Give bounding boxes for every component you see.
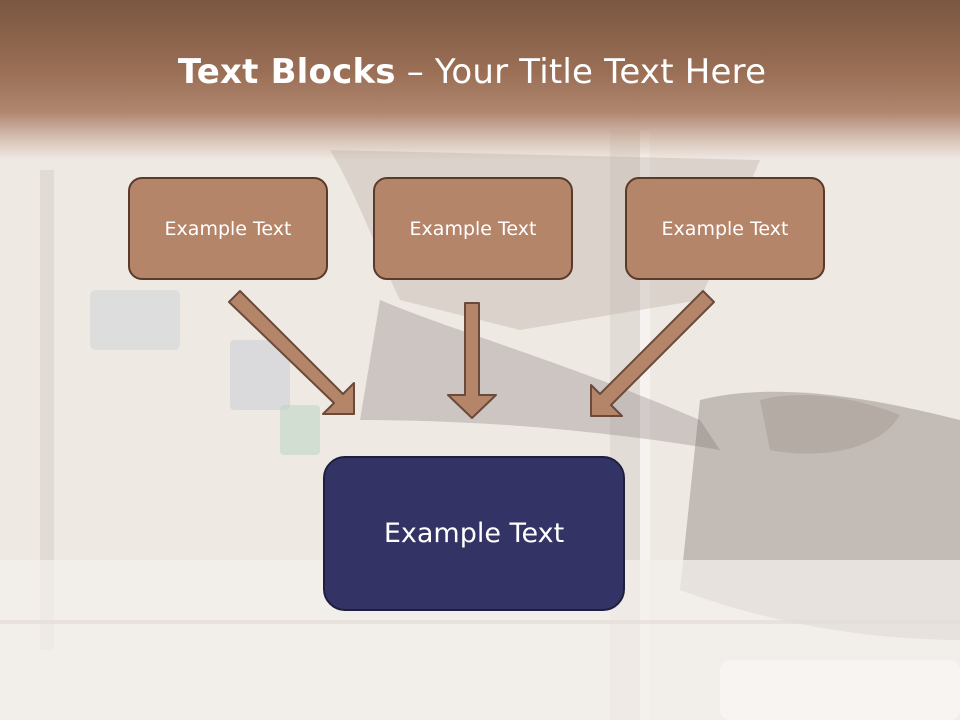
main-text-block[interactable]: Example Text — [323, 456, 625, 611]
slide-title-rest: – Your Title Text Here — [395, 52, 767, 92]
text-block-label: Example Text — [661, 217, 789, 240]
text-block-label: Example Text — [409, 217, 537, 240]
slide-title-bold: Text Blocks — [177, 52, 396, 92]
slide-title: Text Blocks – Your Title Text Here — [0, 52, 944, 92]
main-text-block-label: Example Text — [383, 518, 565, 549]
text-block-right[interactable]: Example Text — [625, 177, 825, 280]
arrow-down-icon — [447, 302, 497, 419]
arrow-down-left-icon — [590, 290, 715, 417]
text-block-left[interactable]: Example Text — [128, 177, 328, 280]
text-block-label: Example Text — [164, 217, 292, 240]
title-bar — [0, 0, 960, 160]
arrow-down-right-icon — [228, 290, 355, 415]
text-block-center[interactable]: Example Text — [373, 177, 573, 280]
